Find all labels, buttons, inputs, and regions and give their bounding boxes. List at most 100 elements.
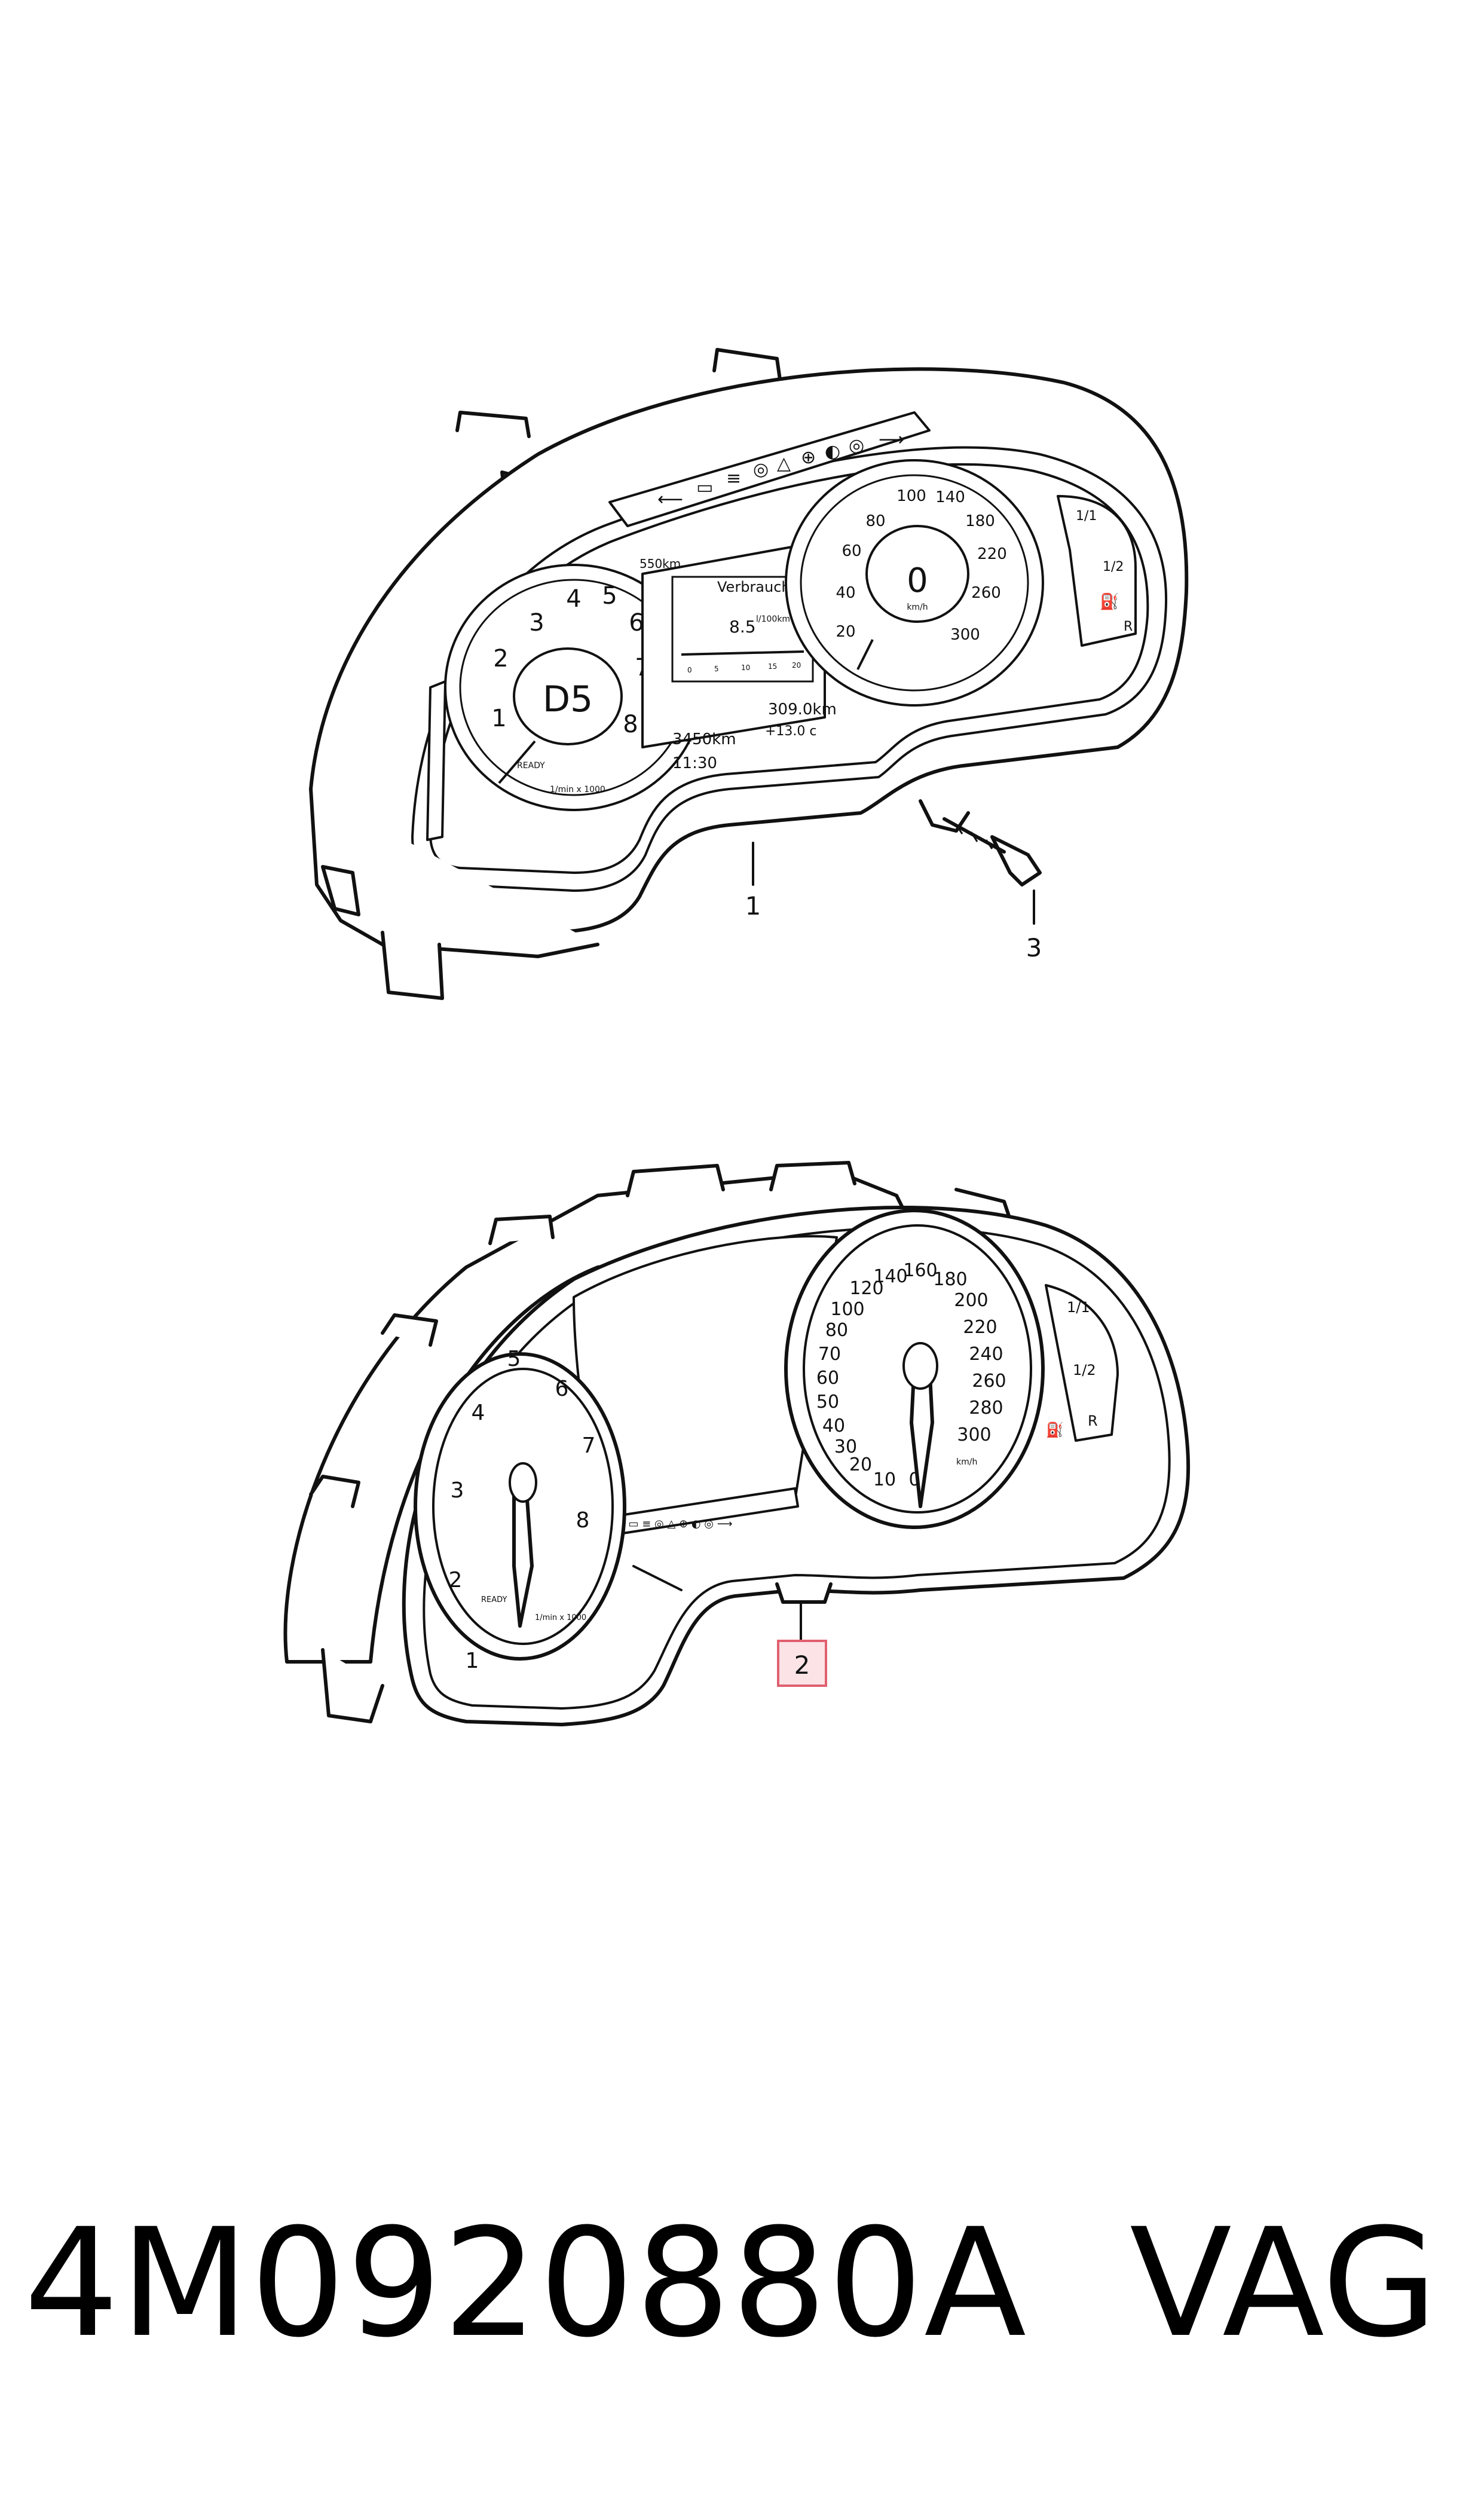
callout-3: 3 xyxy=(1026,933,1042,962)
svg-text:⟵ ▭ ≡ ◎ △ ⊕ ◐ ◎ ⟶: ⟵ ▭ ≡ ◎ △ ⊕ ◐ ◎ ⟶ xyxy=(610,1518,733,1530)
lower-tacho-number: 5 xyxy=(507,1347,521,1371)
lower-speed-number: 10 xyxy=(873,1469,896,1490)
upper-display-scale: 15 xyxy=(768,662,777,671)
upper-fuel-label: 1/1 xyxy=(1076,509,1097,524)
svg-text:≡: ≡ xyxy=(726,468,741,489)
upper-tachometer: D5 1 2 3 4 5 6 7 8 READY 1/min x 1000 xyxy=(444,564,703,811)
svg-text:▭: ▭ xyxy=(696,477,713,498)
lower-speed-number: 0 xyxy=(908,1469,920,1490)
svg-text:⟶: ⟶ xyxy=(879,429,904,450)
callout-2-highlight xyxy=(777,1640,827,1687)
screw xyxy=(943,817,1042,886)
upper-speed-number: 20 xyxy=(836,623,855,641)
upper-center-display: 550km Verbrauch 8.5 l/100km 0 5 10 15 20… xyxy=(640,540,837,772)
svg-text:⟵: ⟵ xyxy=(657,489,683,510)
lower-tachometer: 1 2 3 4 5 6 7 8 READY 1/min x 1000 xyxy=(414,1347,626,1673)
upper-speedometer: 0 km/h 20 40 60 80 100 140 180 220 260 3… xyxy=(785,459,1044,707)
svg-text:◐: ◐ xyxy=(825,441,840,462)
lower-speed-number: 260 xyxy=(972,1371,1006,1392)
fuel-pump-icon: ⛽ xyxy=(1046,1421,1064,1438)
callout-2-number: 2 xyxy=(794,1650,810,1680)
upper-display-title: Verbrauch xyxy=(717,579,791,595)
lower-speed-number: 220 xyxy=(963,1317,997,1338)
upper-tacho-number: 3 xyxy=(529,609,544,637)
lower-speed-number: 40 xyxy=(822,1416,845,1436)
upper-fuel-gauge: 1/1 1/2 R ⛽ xyxy=(1057,495,1137,647)
lower-tacho-number: 2 xyxy=(449,1568,463,1592)
upper-speed-number: 60 xyxy=(842,542,861,560)
upper-tacho-ready: READY xyxy=(517,761,545,771)
upper-trip: 309.0km xyxy=(768,701,837,719)
lower-speed-unit: km/h xyxy=(956,1457,977,1467)
upper-tacho-number: 8 xyxy=(623,711,638,738)
callout-2[interactable]: 2 xyxy=(777,1640,827,1687)
upper-left-bar-gauge xyxy=(426,680,446,841)
upper-speed-number: 140 xyxy=(935,488,965,506)
upper-instrument-cluster: ⟵ ▭ ≡ ◎ △ ⊕ ◐ ◎ ⟶ D5 1 2 3 4 5 6 7 xyxy=(309,348,1189,1000)
lower-speed-number: 240 xyxy=(969,1344,1003,1365)
upper-gear-indicator: D5 xyxy=(543,678,593,720)
upper-tacho-number: 2 xyxy=(493,645,508,672)
svg-text:⊕: ⊕ xyxy=(801,447,816,468)
upper-tacho-number: 1 xyxy=(491,705,506,732)
upper-temperature: +13.0 c xyxy=(765,724,817,739)
lower-instrument-cluster: ⟵ ▭ ≡ ◎ △ ⊕ ◐ ◎ ⟶ 1 2 3 4 5 6 7 8 READY … xyxy=(283,1161,1190,1726)
lower-speed-number: 20 xyxy=(849,1454,872,1475)
lower-tacho-number: 4 xyxy=(472,1401,485,1425)
upper-tacho-number: 4 xyxy=(566,585,581,613)
lower-speed-number: 50 xyxy=(816,1392,839,1413)
upper-speed-number: 100 xyxy=(896,487,926,505)
upper-speed-number: 220 xyxy=(977,545,1007,563)
upper-display-value: 8.5 xyxy=(729,617,756,637)
upper-speed-number: 40 xyxy=(836,584,855,602)
lower-speedometer: 0 10 20 30 40 50 60 70 80 100 120 140 16… xyxy=(784,1209,1045,1529)
lower-speed-number: 120 xyxy=(849,1278,883,1299)
lower-tacho-number: 7 xyxy=(582,1433,596,1458)
svg-text:◎: ◎ xyxy=(753,459,769,480)
lower-fuel-label: 1/1 xyxy=(1067,1299,1090,1316)
upper-display-scale: 5 xyxy=(714,665,719,673)
lower-speed-number: 140 xyxy=(873,1266,907,1287)
upper-tacho-number: 5 xyxy=(602,582,617,610)
lower-speed-number: 100 xyxy=(830,1299,864,1320)
lower-fuel-label: R xyxy=(1088,1413,1098,1429)
upper-speed-number: 260 xyxy=(971,584,1001,602)
upper-odometer: 3450km xyxy=(672,730,736,748)
upper-range: 550km xyxy=(640,557,681,571)
upper-fuel-label: R xyxy=(1124,619,1133,634)
upper-display-scale: 20 xyxy=(792,661,801,669)
lower-tacho-unit: 1/min x 1000 xyxy=(535,1613,586,1622)
lower-speed-number: 180 xyxy=(933,1269,967,1290)
svg-text:◎: ◎ xyxy=(849,435,864,456)
upper-speed-readout: 0 xyxy=(907,561,928,600)
lower-fuel-label: 1/2 xyxy=(1073,1362,1096,1378)
lower-tacho-number: 1 xyxy=(466,1649,479,1673)
upper-display-unit: l/100km xyxy=(756,615,790,624)
lower-speed-number: 60 xyxy=(816,1368,839,1389)
fuel-pump-icon: ⛽ xyxy=(1100,592,1119,611)
lower-tacho-ready: READY xyxy=(481,1595,507,1604)
callout-1: 1 xyxy=(745,891,761,921)
lower-tacho-number: 8 xyxy=(576,1508,590,1533)
lower-speed-number: 70 xyxy=(818,1344,841,1365)
lower-speed-number: 160 xyxy=(903,1260,937,1281)
lower-fuel-gauge: 1/1 1/2 R ⛽ xyxy=(1045,1284,1119,1442)
part-number: 4M0920880A xyxy=(24,2196,1028,2370)
upper-display-scale: 10 xyxy=(741,664,750,672)
upper-speed-number: 80 xyxy=(865,512,885,530)
lower-speed-number: 280 xyxy=(969,1398,1003,1419)
brand: VAG xyxy=(1130,2196,1438,2370)
lower-speed-number: 30 xyxy=(834,1436,857,1457)
lower-speed-number: 300 xyxy=(957,1424,991,1445)
upper-speed-number: 300 xyxy=(950,626,980,644)
lower-tacho-number: 6 xyxy=(555,1377,569,1401)
lower-speed-number: 200 xyxy=(954,1290,988,1311)
upper-display-scale: 0 xyxy=(687,666,692,674)
svg-text:△: △ xyxy=(777,453,791,474)
footer: 4M0920880A VAG xyxy=(24,2206,1470,2361)
upper-clock: 11:30 xyxy=(672,754,717,772)
lower-speed-number: 80 xyxy=(825,1320,848,1341)
upper-fuel-label: 1/2 xyxy=(1103,560,1124,574)
upper-speed-unit: km/h xyxy=(907,603,928,612)
